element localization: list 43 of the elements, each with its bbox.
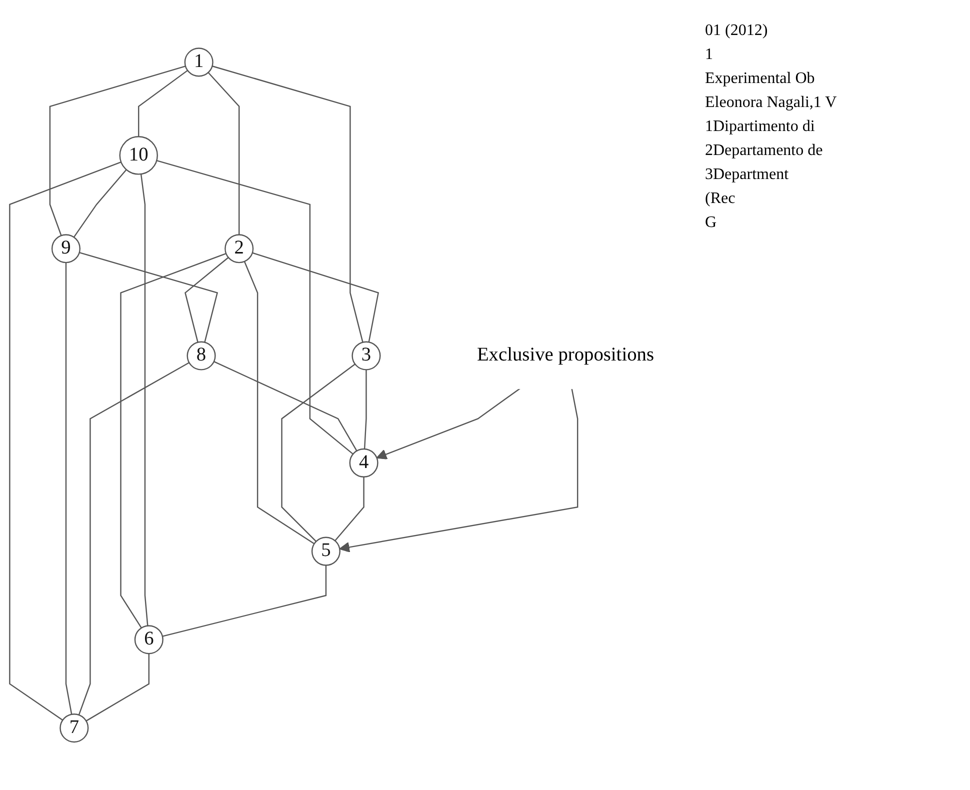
connector bbox=[140, 174, 148, 626]
connector bbox=[120, 252, 226, 628]
node-circle: 7 bbox=[60, 713, 89, 742]
connector bbox=[9, 161, 122, 721]
arrow bbox=[339, 388, 578, 552]
connector bbox=[79, 252, 218, 342]
text-label: 01 (2012) bbox=[705, 22, 769, 40]
arrow bbox=[376, 388, 520, 460]
node-text: Exclusive propositions bbox=[476, 344, 654, 366]
text-label: 1Dipartimento di bbox=[705, 118, 816, 136]
text-label: Experimental Ob bbox=[705, 70, 816, 88]
connector bbox=[78, 362, 190, 716]
node-circle: 3 bbox=[352, 341, 381, 370]
connector bbox=[364, 370, 367, 449]
connector bbox=[162, 565, 327, 637]
connector bbox=[73, 169, 127, 238]
connector bbox=[214, 360, 358, 452]
connector bbox=[49, 65, 186, 236]
node-circle: 9 bbox=[51, 234, 80, 264]
connector bbox=[184, 256, 229, 342]
connector bbox=[208, 72, 240, 235]
connector bbox=[138, 70, 188, 137]
connector bbox=[65, 262, 72, 714]
text-label: Eleonora Nagali,1 V bbox=[705, 94, 838, 112]
node-circle: 8 bbox=[186, 341, 216, 370]
connector bbox=[212, 65, 364, 342]
text-label: G bbox=[705, 214, 718, 232]
connector bbox=[252, 252, 380, 342]
node-circle: 5 bbox=[311, 536, 340, 566]
node-circle: 4 bbox=[349, 448, 378, 478]
node-circle: 10 bbox=[119, 136, 158, 175]
connector bbox=[156, 160, 354, 454]
text-label: (Rec bbox=[705, 190, 736, 208]
text-label: 2Departamento de bbox=[705, 142, 824, 160]
connector bbox=[244, 261, 315, 544]
connector bbox=[334, 476, 364, 541]
node-circle: 1 bbox=[184, 48, 214, 77]
connector bbox=[86, 653, 150, 722]
node-circle: 2 bbox=[224, 234, 254, 264]
text-label: 3Department bbox=[705, 166, 790, 184]
connector bbox=[281, 364, 356, 542]
text-label: 1 bbox=[705, 46, 714, 64]
node-circle: 6 bbox=[134, 625, 164, 654]
